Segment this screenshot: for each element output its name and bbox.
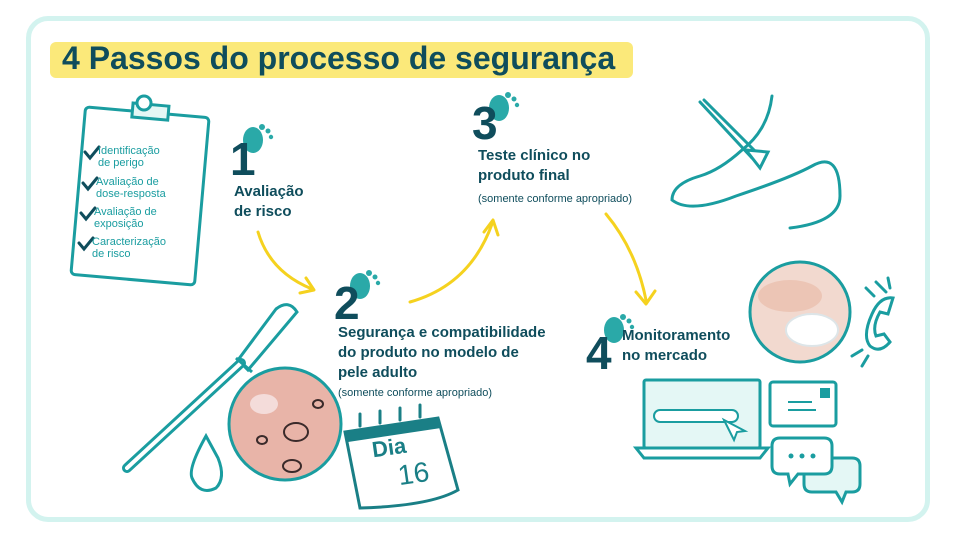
- baby-photo-icon: [748, 260, 852, 364]
- clipboard-item-line: exposição: [94, 218, 144, 230]
- step-label-line: Avaliação: [234, 183, 304, 200]
- step-label-line: Teste clínico no: [478, 147, 591, 164]
- step-4-number: 4: [586, 327, 612, 379]
- laptop-icon: [632, 378, 772, 460]
- clipboard-item: Caracterização de risco: [92, 236, 188, 260]
- clipboard-item-line: de perigo: [98, 157, 144, 169]
- clipboard-item: Identificação de perigo: [98, 145, 194, 169]
- clinical-test-icon: [670, 94, 842, 230]
- calendar-day-number: 16: [395, 455, 432, 492]
- arrow-icon: [256, 212, 657, 306]
- step-3-label: Teste clínico no produto final: [478, 146, 590, 186]
- calendar-icon: [343, 403, 460, 510]
- clipboard-item-line: Identificação: [98, 145, 160, 157]
- title-area: 4 Passos do processo de segurança: [50, 36, 633, 82]
- title-highlight: [50, 42, 633, 78]
- step-2-note: (somente conforme apropriado): [338, 387, 493, 399]
- clipboard-item-line: Caracterização: [92, 236, 166, 248]
- step-label-line: do produto no modelo de: [338, 344, 519, 361]
- step-2-label: Segurança e compatibilidade do produto n…: [338, 323, 546, 383]
- footprint-icon: [243, 92, 635, 343]
- phone-icon: [850, 276, 895, 368]
- step-label-line: Monitoramento: [622, 327, 731, 344]
- envelope-icon: [768, 380, 838, 428]
- step-label-line: produto final: [478, 167, 570, 184]
- step-1-number: 1: [230, 133, 256, 185]
- drop-icon: [189, 432, 223, 492]
- page-title: 4 Passos do processo de segurança: [62, 40, 616, 76]
- dropper-icon: [122, 303, 299, 473]
- step-3-number: 3: [472, 97, 498, 149]
- step-2-number: 2: [334, 277, 360, 329]
- clipboard-item: Avaliação de exposição: [94, 206, 190, 230]
- step-4-label: Monitoramento no mercado: [622, 326, 730, 366]
- step-label-line: pele adulto: [338, 364, 418, 381]
- clipboard-item-line: dose-resposta: [96, 188, 166, 200]
- step-label-line: de risco: [234, 203, 292, 220]
- clipboard-item-line: Avaliação de: [94, 206, 157, 218]
- step-label-line: Segurança e compatibilidade: [338, 324, 546, 341]
- clipboard-item-line: Avaliação de: [96, 176, 159, 188]
- clipboard-item-line: de risco: [92, 248, 131, 260]
- clipboard-item: Avaliação de dose-resposta: [96, 176, 192, 200]
- step-1-label: Avaliação de risco: [234, 182, 304, 222]
- skin-sample-icon: [227, 366, 343, 482]
- step-3-note: (somente conforme apropriado): [478, 193, 633, 205]
- chat-bubble-icon: [770, 436, 862, 506]
- step-label-line: no mercado: [622, 347, 708, 364]
- clipboard-icon: [69, 94, 211, 287]
